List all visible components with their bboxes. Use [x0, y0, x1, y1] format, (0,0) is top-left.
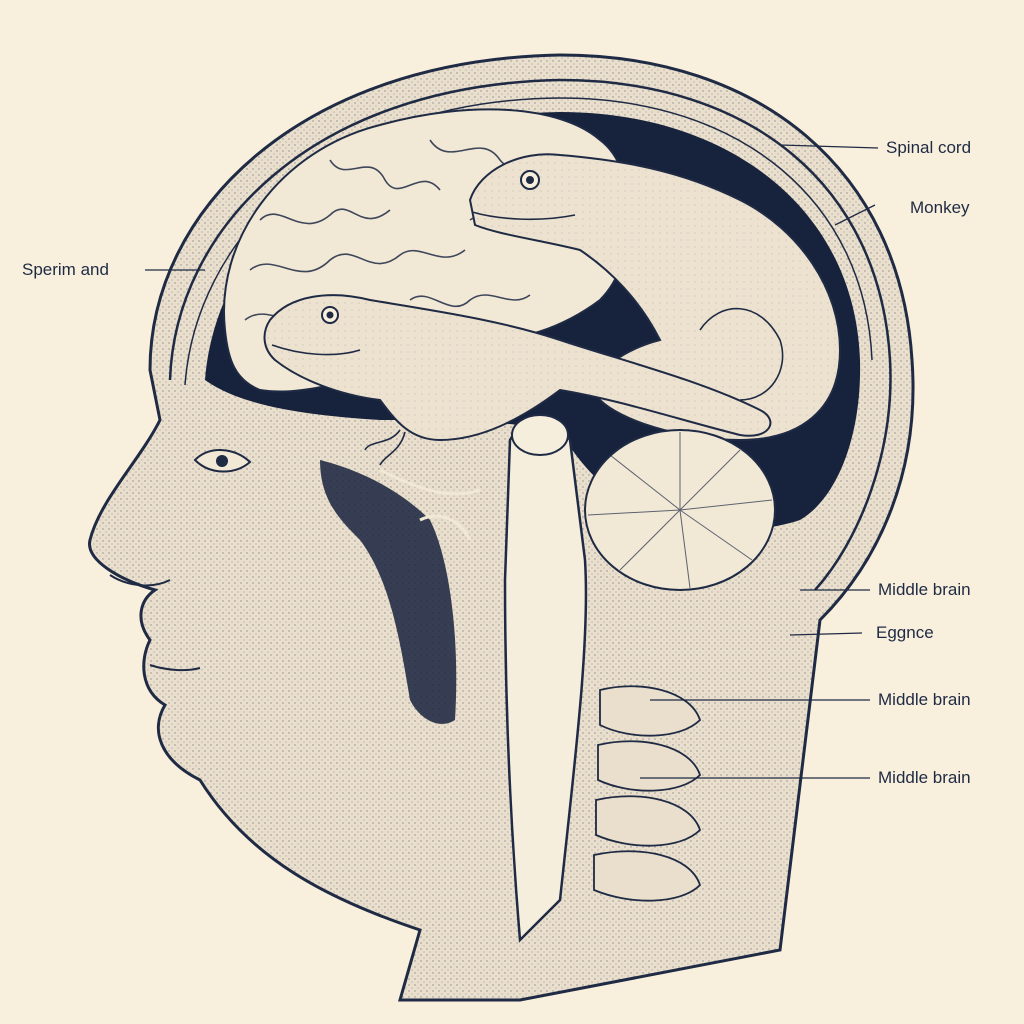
label-middle-brain-2: Middle brain: [878, 690, 971, 709]
leader-lines: [145, 144, 879, 779]
label-eggnce: Eggnce: [876, 623, 934, 642]
label-spinal-cord: Spinal cord: [886, 138, 972, 157]
vertebrae: [593, 685, 702, 902]
label-monkey: Monkey: [910, 198, 970, 217]
mouth: [149, 664, 201, 672]
nostril: [109, 574, 171, 587]
label-middle-brain-3: Middle brain: [878, 768, 971, 787]
cerebellum: [584, 429, 776, 591]
skull-layer: [168, 78, 892, 591]
label-middle-brain-1: Middle brain: [878, 580, 971, 599]
sinus-cavity: [320, 460, 457, 724]
label-sperim-and: Sperim and: [22, 260, 109, 279]
